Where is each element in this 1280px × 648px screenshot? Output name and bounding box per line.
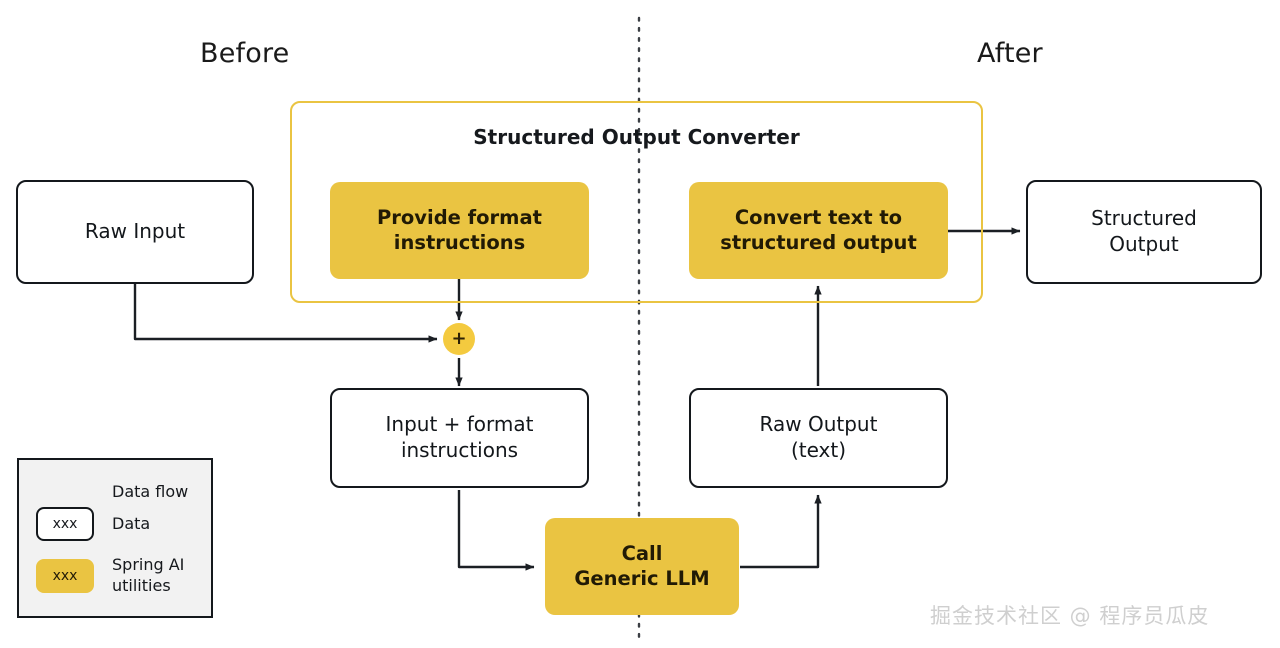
node-convert-text-line1: Convert text to <box>734 205 903 229</box>
junction-plus-node[interactable]: + <box>443 323 475 355</box>
node-call-llm-text: Call Generic LLM <box>574 542 709 592</box>
plus-icon: + <box>451 328 467 349</box>
legend-label-spring-ai-line1: Spring AI <box>112 555 185 574</box>
node-raw-output[interactable]: Raw Output (text) <box>689 388 948 488</box>
node-call-generic-llm[interactable]: Call Generic LLM <box>545 518 739 615</box>
legend-label-data: Data <box>112 513 151 533</box>
node-convert-text-to-structured-output[interactable]: Convert text to structured output <box>689 182 948 279</box>
legend-label-data-flow: Data flow <box>112 482 189 501</box>
node-convert-text-text: Convert text to structured output <box>720 206 917 256</box>
node-raw-output-line2: (text) <box>790 438 847 462</box>
node-input-plus-format-text: Input + format instructions <box>386 412 534 463</box>
legend-label-spring-ai-line2: utilities <box>112 575 171 595</box>
wire-input-format-to-call-llm <box>457 490 535 571</box>
node-call-llm-line1: Call <box>621 541 663 565</box>
node-raw-output-text: Raw Output (text) <box>760 412 878 463</box>
node-structured-output-text: Structured Output <box>1091 206 1197 257</box>
node-structured-output-line1: Structured <box>1091 206 1197 231</box>
legend-row-data: xxx Data <box>36 507 150 541</box>
legend-label-spring-ai: Spring AI utilities <box>112 555 184 597</box>
node-provide-format-text: Provide format instructions <box>377 206 542 256</box>
watermark: 掘金技术社区 @ 程序员瓜皮 <box>930 604 1210 628</box>
legend-chip-spring-ai: xxx <box>36 558 94 593</box>
node-call-llm-line2: Generic LLM <box>574 566 710 590</box>
node-input-plus-format-line1: Input + format <box>385 412 534 437</box>
legend-chip-data: xxx <box>36 507 94 541</box>
node-provide-format-instructions[interactable]: Provide format instructions <box>330 182 589 279</box>
group-title: Structured Output Converter <box>473 125 800 149</box>
node-raw-input[interactable]: Raw Input <box>16 180 254 284</box>
header-after: After <box>977 38 1043 69</box>
node-convert-text-line2: structured output <box>720 230 917 254</box>
node-raw-input-label: Raw Input <box>84 219 186 244</box>
node-structured-output-line2: Output <box>1109 232 1179 256</box>
structured-output-converter-group: Structured Output Converter <box>290 101 983 303</box>
node-structured-output[interactable]: Structured Output <box>1026 180 1262 284</box>
node-input-plus-format-instructions[interactable]: Input + format instructions <box>330 388 589 488</box>
legend-row-spring-ai-utilities: xxx Spring AI utilities <box>36 555 184 597</box>
legend-row-data-flow: Data flow <box>112 482 188 503</box>
node-raw-output-line1: Raw Output <box>759 412 878 437</box>
node-input-plus-format-line2: instructions <box>400 438 519 462</box>
header-before: Before <box>200 38 290 69</box>
wire-call-llm-to-raw-output <box>740 494 822 569</box>
node-provide-format-line1: Provide format <box>377 205 542 229</box>
legend-panel: Data flow xxx Data xxx Spring AI utiliti… <box>17 458 213 618</box>
node-provide-format-line2: instructions <box>393 230 526 254</box>
